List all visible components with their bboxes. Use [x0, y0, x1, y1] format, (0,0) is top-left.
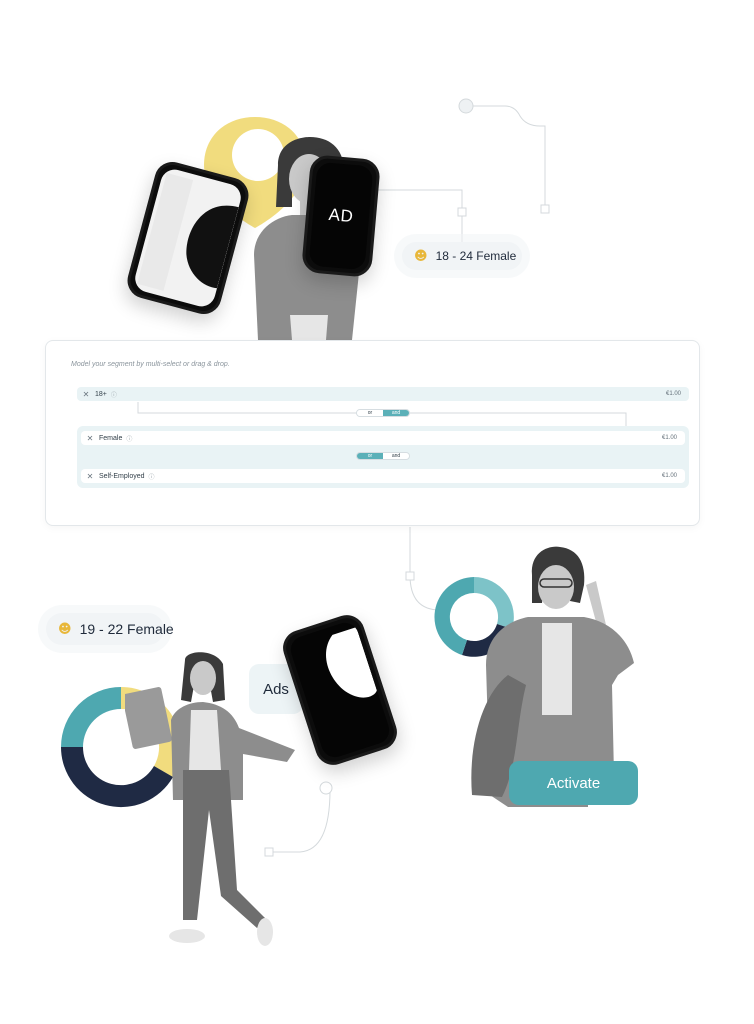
close-icon[interactable]: ✕	[86, 471, 94, 481]
phone-bottom	[278, 610, 402, 770]
operator-or[interactable]: or	[357, 453, 383, 459]
segment-pill-label: 18 - 24 Female	[435, 249, 517, 263]
operator-toggle-inner[interactable]: or and	[356, 452, 410, 460]
activate-button[interactable]: Activate	[509, 761, 638, 805]
row-price: €1.00	[661, 473, 677, 479]
ad-label: AD	[327, 204, 355, 226]
row-label: Self-Employed	[99, 472, 145, 480]
segment-row-age[interactable]: ✕ 18+ ⓘ €1.00	[77, 387, 689, 401]
row-label: 18+	[95, 390, 107, 398]
operator-or[interactable]: or	[357, 410, 383, 416]
smiley-icon: ☻	[414, 248, 428, 264]
row-label: Female	[99, 434, 123, 442]
info-icon[interactable]: ⓘ	[110, 392, 117, 399]
operator-and[interactable]: and	[383, 453, 409, 459]
phone-ad: AD	[300, 154, 382, 278]
close-icon[interactable]: ✕	[86, 433, 94, 443]
segment-pill-top: ☻ 18 - 24 Female	[402, 242, 522, 270]
info-icon[interactable]: ⓘ	[148, 474, 155, 481]
woman-with-glasses	[471, 546, 634, 807]
row-price: €1.00	[665, 391, 681, 397]
segment-row-gender[interactable]: ✕ Female ⓘ €1.00	[81, 431, 685, 445]
panel-hint: Model your segment by multi-select or dr…	[71, 361, 230, 368]
segment-group: ✕ Female ⓘ €1.00 or and ✕ Self-Employed …	[77, 426, 689, 488]
segment-pill-bottom: ☻ 19 - 22 Female	[46, 613, 174, 645]
segment-pill-label: 19 - 22 Female	[79, 621, 174, 637]
smiley-icon: ☻	[58, 621, 72, 637]
segment-builder-panel: Model your segment by multi-select or dr…	[45, 340, 700, 526]
close-icon[interactable]: ✕	[82, 389, 90, 399]
row-price: €1.00	[661, 435, 677, 441]
woman-with-laptop	[125, 652, 295, 946]
segment-row-employment[interactable]: ✕ Self-Employed ⓘ €1.00	[81, 469, 685, 483]
phone-left	[123, 157, 253, 319]
operator-and[interactable]: and	[383, 410, 409, 416]
operator-toggle-top[interactable]: or and	[356, 409, 410, 417]
info-icon[interactable]: ⓘ	[126, 436, 133, 443]
